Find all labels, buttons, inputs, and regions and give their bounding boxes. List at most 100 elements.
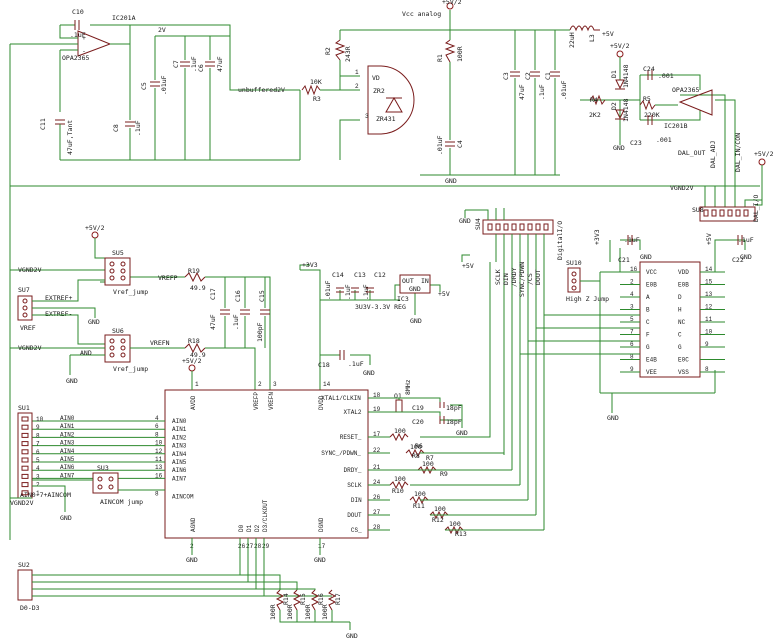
ic201a-ref: IC201A [112,14,136,22]
ain-net-label: AIN7 [60,472,75,479]
ain-net-label: AIN2 [60,431,75,438]
jumper-su5: SU5 Vref_jump [104,249,148,296]
adc-top-label: AVDD [190,395,197,410]
capacitor-c11: C11 47uF,Tant [39,118,74,155]
mux-pin-number: 2 [630,279,634,286]
vp3v3-label-reg: +3V3 [302,261,318,269]
gnd-label-c18: GND [363,369,375,377]
c22-ref: C22 [732,256,744,264]
mux-pin-number: 11 [705,316,713,323]
resistor-r5: R5 220K [639,95,660,119]
adc-bottom-label: D0 [238,524,245,532]
adc-pin-label: AIN2 [172,434,187,441]
q1-ref: Q1 [394,392,402,400]
mux-pin-label: VEE [646,369,657,376]
capacitor-c22: C22 .1uF [732,235,754,264]
ain-net-label: AIN3 [60,440,75,447]
vgnd2v-label-su1: VGND2V [10,499,34,507]
supply-adc-label: +5V/2 [182,357,202,365]
mux-pin-label: VCC [646,269,657,276]
mux-pin-number: 10 [705,329,713,336]
adc-pin-number: 17 [373,431,381,438]
adc-pin-number: 27 [373,509,381,516]
r18-val: 49.9 [190,351,206,359]
net-sync-pdwn: SYNC/PDWN [518,262,526,297]
r3-ref: R3 [313,95,321,103]
mux-pin-label: A [646,294,650,301]
su1-pin [21,473,29,479]
adc-pin-label: SCLK [347,482,362,489]
gnd-label-su4: GND [459,217,471,225]
c22-val: .1uF [738,236,754,244]
adc-pin-label: SYNC_/PDWN_ [321,450,361,457]
d-resistor-ref: R14 [282,593,290,605]
d-resistor-ref: R15 [299,593,307,605]
c13-val: .1uF [344,284,352,300]
c11-ref: C11 [39,118,47,130]
adc-pin-label: XTAL2 [344,409,362,416]
d-resistor-val: 100R [269,604,277,620]
series-resistor-ref: R13 [455,530,467,538]
regulator-ic3: OUT IN GND IC3 3U3V-3.3V REG [355,274,431,311]
su2-name: D0-D3 [20,604,40,612]
series-resistor-val: 100 [434,505,446,513]
c15-val: 100pF [256,322,264,342]
series-resistor-val: 100 [449,520,461,528]
vp5-2-supply-adc: +5V/2 [182,357,202,372]
capacitor-c15: C15 100pF [256,290,270,342]
su7-ref: SU7 [18,286,30,294]
adc-top-label: DVDD [318,395,325,410]
su4-name: DigitalI/O [556,221,564,260]
adc-pin-number: 6 [155,423,159,430]
net-cs: /CS [526,273,534,285]
c21-ref: C21 [618,256,630,264]
mux-pin-number: 8 [630,354,634,361]
q1-val: 8MHz [404,379,412,395]
series-resistor-val: 100 [410,443,422,451]
d-line-resistor [327,589,337,611]
c5-val: .01uF [160,75,168,95]
r2-ref: R2 [324,47,332,55]
c6-ref: C6 [197,64,205,72]
adc-bottom-number: 28 [254,543,262,550]
c17-val: 47uF [209,314,217,330]
r4-val: 2K2 [589,111,601,119]
net-drdy: /DRDY [510,267,518,287]
d-resistor-val: 100R [321,604,329,620]
su7-name: VREF [20,324,36,332]
ic3-ref: IC3 [397,295,409,303]
ain-net-label: AIN6 [60,464,75,471]
ic201b-ref: IC201B [664,122,688,130]
mux-pin-number: 4 [630,291,634,298]
su1-pin-number: 7 [36,441,40,448]
net-dal-out: DAL_OUT [678,149,705,157]
series-resistor-ref: R11 [413,502,425,510]
d-resistor-ref: R16 [317,593,325,605]
vcc-analog-label: Vcc analog [402,10,441,18]
gnd-label-vcc: GND [445,177,457,185]
resistor-r18: R18 49.9 [184,337,206,359]
su1-pin-number: 8 [36,432,40,439]
c12-ref: C12 [374,271,386,279]
voltage-reference-zr431: VD ZR2 ZR431 1 2 3 [355,65,415,135]
su5-ref: SU5 [112,249,124,257]
c7-ref: C7 [172,60,180,68]
zr431-part: ZR431 [376,115,396,123]
r2-val: 243R [344,46,352,62]
series-resistor-ref: R8 [412,452,420,460]
su1-pin [21,449,29,455]
mux-pin-label: E0C [678,357,689,364]
crystal-q1: Q1 8MHz [394,379,412,413]
c2-val: .1uF [538,84,546,100]
capacitor-c20: C20 18pF [412,416,462,426]
c16-val: .1uF [232,314,240,330]
su1-pin [21,416,29,422]
c23-val: .001 [656,136,672,144]
c10-val: .1uF [70,31,86,39]
d2-val: 1N4148 [622,98,630,122]
adc-pin-number: 8 [155,491,159,498]
vgnd2v-label-2: VGND2V [18,344,42,352]
mux-pin-number: 16 [630,266,638,273]
